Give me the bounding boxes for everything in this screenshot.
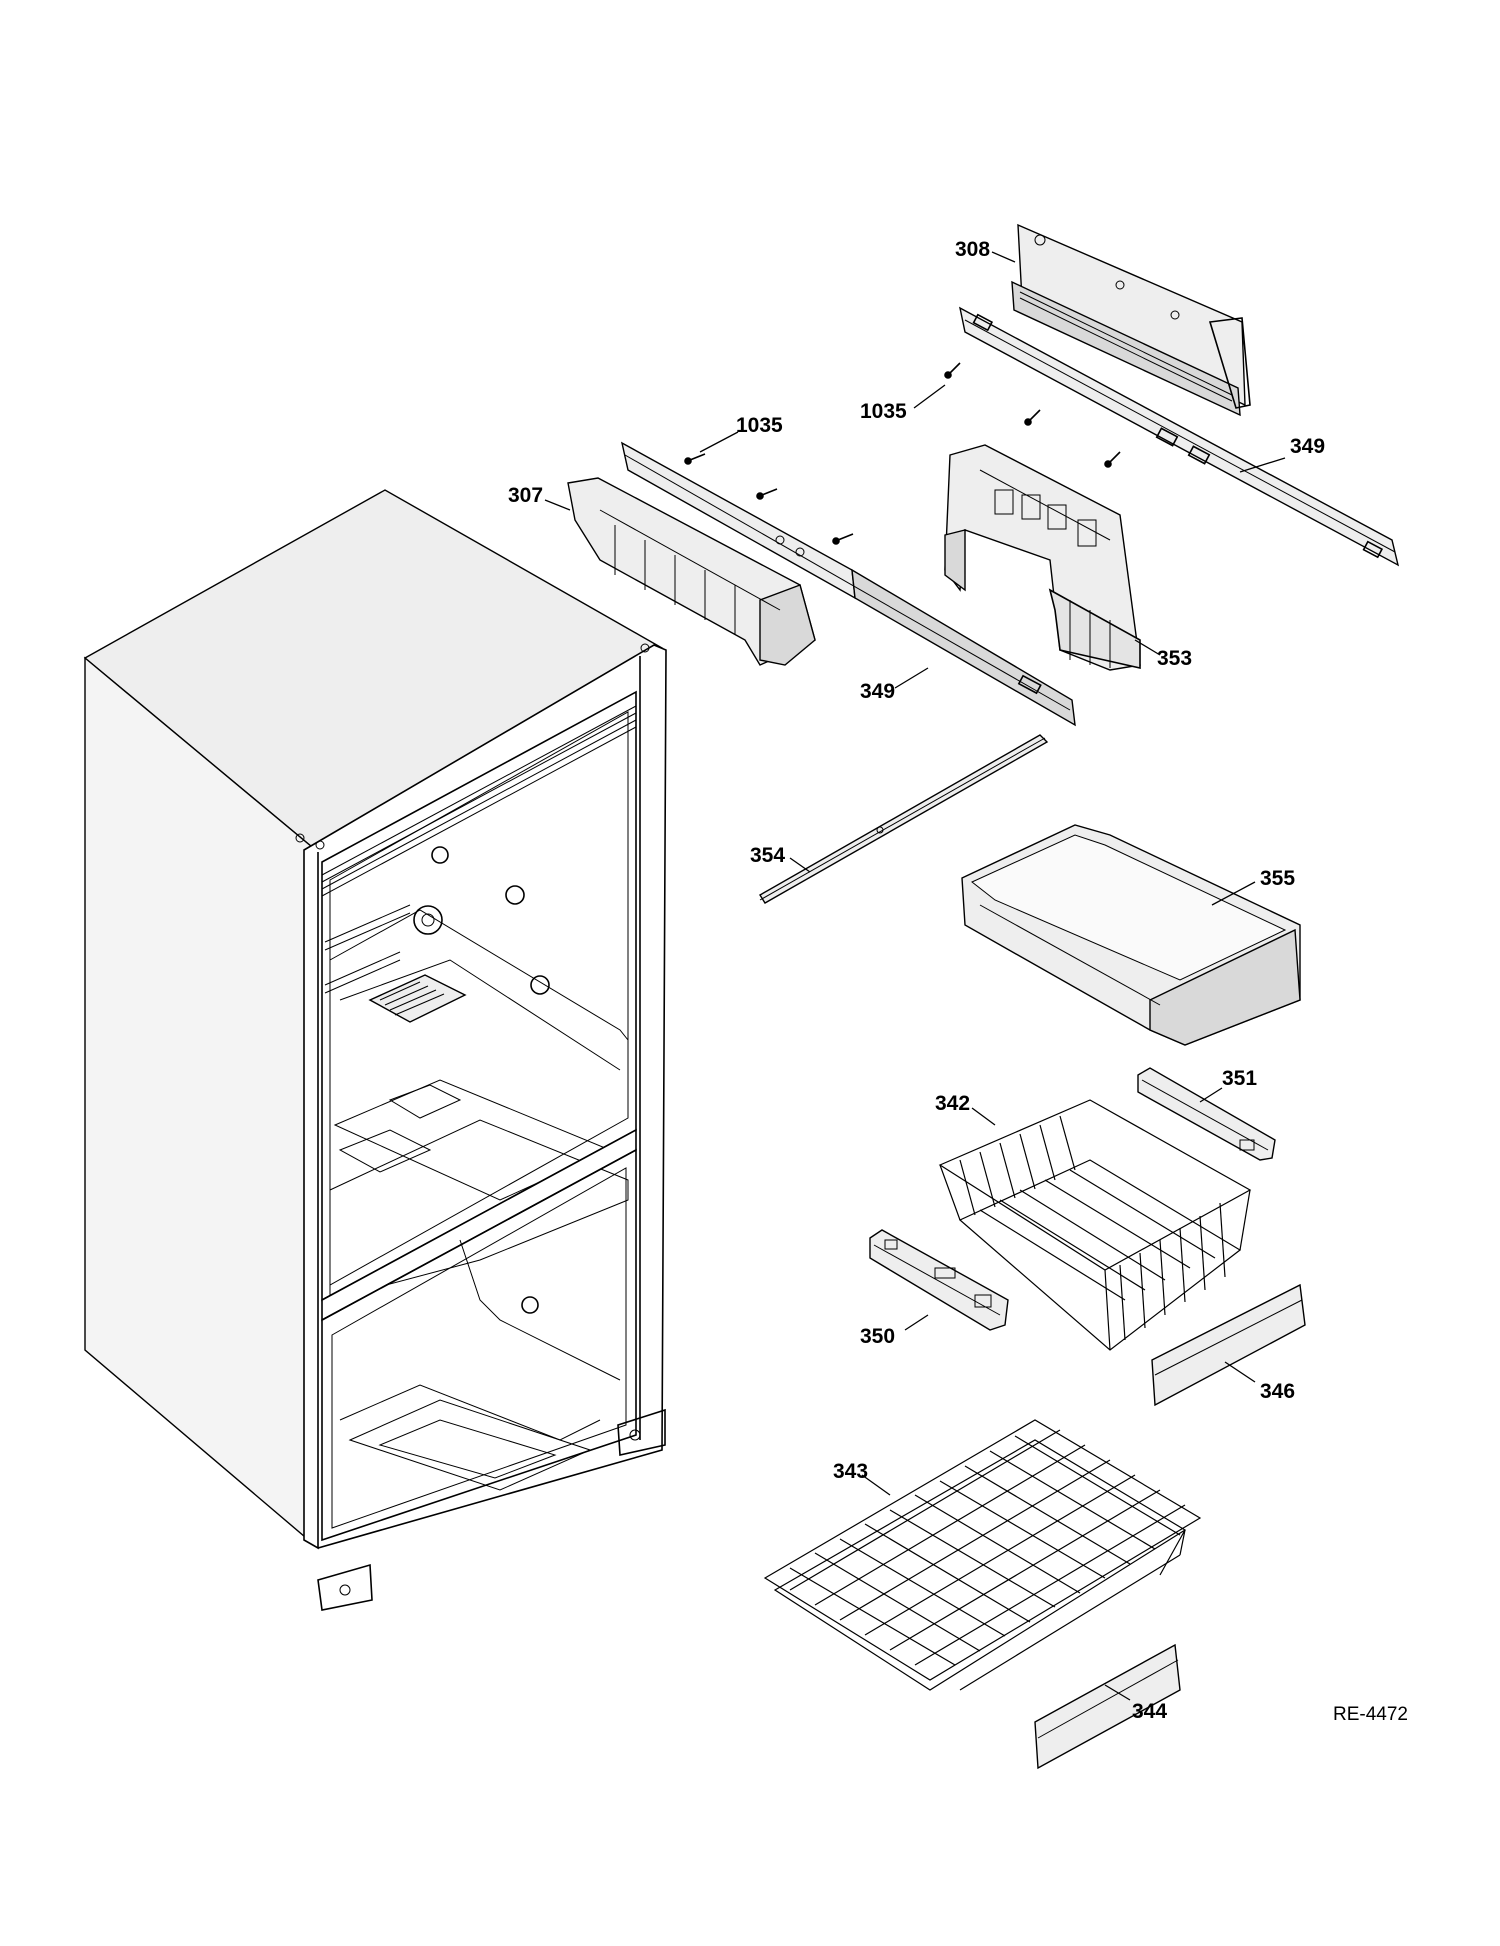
- label-354: 354: [750, 844, 785, 867]
- label-353: 353: [1157, 647, 1192, 670]
- part-353-bracket: [944, 444, 1141, 671]
- part-307-support: [567, 477, 816, 666]
- part-343-lower-basket: [763, 1419, 1202, 1691]
- label-355: 355: [1260, 867, 1295, 890]
- part-346-panel: [1151, 1283, 1306, 1407]
- part-355-pan: [961, 824, 1301, 1046]
- label-342: 342: [935, 1092, 970, 1115]
- part-351-slide: [1137, 1067, 1276, 1161]
- label-350: 350: [860, 1325, 895, 1348]
- part-labels: 308 1035 1035 349 307 349 353 354 355 35…: [508, 238, 1408, 1725]
- part-349-left-slide-rail: [620, 441, 1076, 727]
- screws-1035: [684, 362, 1121, 545]
- label-349-right: 349: [1290, 435, 1325, 458]
- leader-lines: [544, 251, 1286, 1701]
- label-351: 351: [1222, 1067, 1257, 1090]
- label-308: 308: [955, 238, 990, 261]
- refrigerator-cabinet: [83, 489, 667, 1611]
- label-307: 307: [508, 484, 543, 507]
- label-343: 343: [833, 1460, 868, 1483]
- label-1035-left: 1035: [860, 400, 907, 423]
- label-349-left: 349: [860, 680, 895, 703]
- part-344-panel: [1034, 1643, 1181, 1770]
- label-1035-upper: 1035: [736, 414, 783, 437]
- reference-code: RE-4472: [1333, 1704, 1408, 1725]
- part-342-upper-basket: [938, 1099, 1252, 1351]
- part-350-slide: [869, 1229, 1009, 1331]
- label-344: 344: [1132, 1700, 1167, 1723]
- label-346: 346: [1260, 1380, 1295, 1403]
- part-308-rail-bracket: [1011, 223, 1251, 417]
- part-349-right-slide-rail: [959, 306, 1400, 567]
- part-354-strip: [759, 734, 1049, 904]
